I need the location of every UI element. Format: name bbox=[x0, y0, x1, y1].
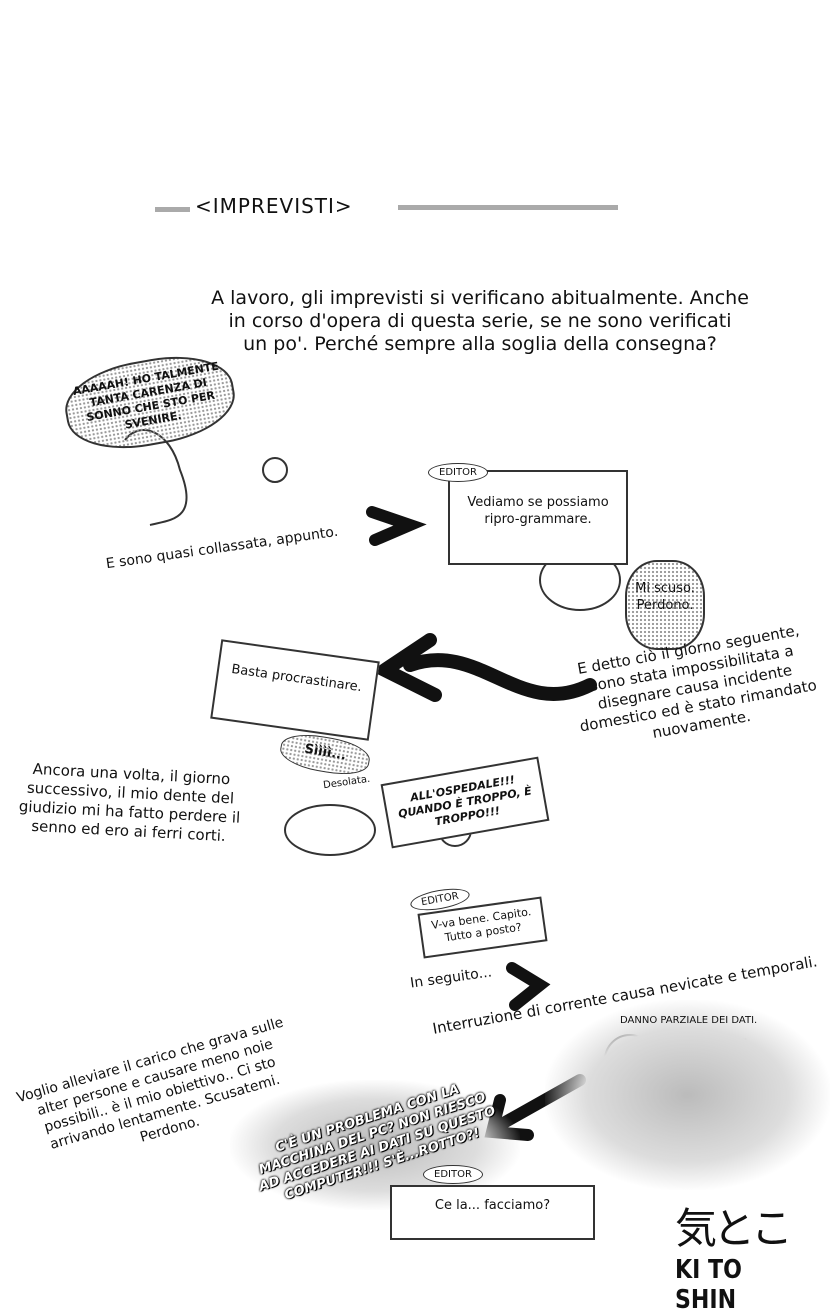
title-rule-right bbox=[398, 205, 618, 210]
data-damage-note: DANNO PARZIALE DEI DATI. bbox=[620, 1015, 758, 1026]
caption-tooth: Ancora una volta, il giorno successivo, … bbox=[18, 759, 241, 846]
intro-text: A lavoro, gli imprevisti si verificano a… bbox=[195, 287, 765, 356]
character-head bbox=[262, 457, 288, 483]
arrow-curved-left-icon bbox=[371, 633, 597, 702]
apology-bubble: Mi scuso. Perdono. bbox=[625, 560, 705, 650]
logo-kanji: 気とこ bbox=[675, 1204, 793, 1253]
intro-line: in corso d'opera di questa serie, se ne … bbox=[228, 310, 732, 332]
arrow-right-icon bbox=[366, 506, 427, 546]
character-head bbox=[284, 804, 376, 856]
editor-tag: EDITOR bbox=[428, 463, 488, 482]
intro-line: A lavoro, gli imprevisti si verificano a… bbox=[211, 287, 749, 309]
gray-tone-panel bbox=[545, 1000, 830, 1190]
logo-text: KI TO SHIN bbox=[675, 1255, 742, 1315]
page-title: <IMPREVISTI> bbox=[195, 194, 353, 218]
speech-bubble-editor-3: Ce la... facciamo? bbox=[390, 1185, 595, 1240]
title-rule-left bbox=[155, 207, 190, 212]
intro-line: un po'. Perché sempre alla soglia della … bbox=[243, 333, 717, 355]
editor-tag: EDITOR bbox=[423, 1165, 483, 1184]
arrow-down-right-icon bbox=[506, 962, 551, 1011]
speech-bubble-editor: Vediamo se possiamo ripro-grammare. bbox=[448, 470, 628, 565]
